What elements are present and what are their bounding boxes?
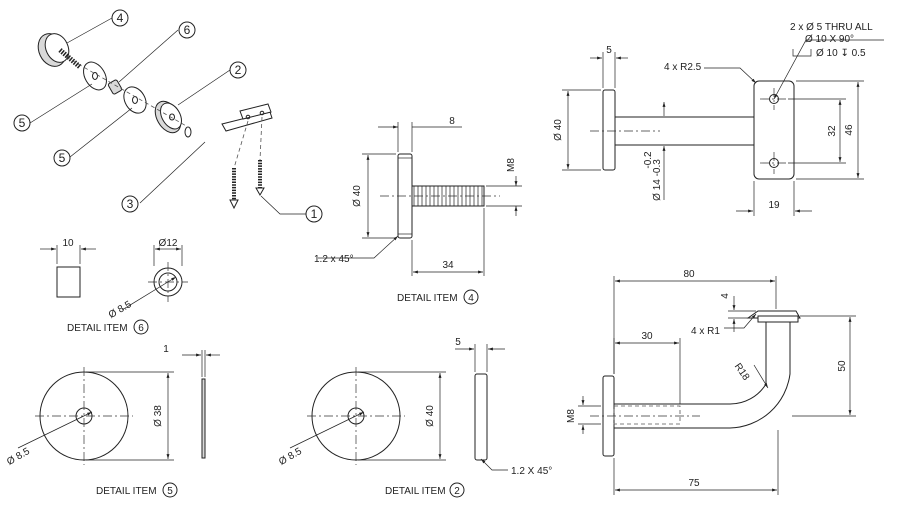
- item2-caption: DETAIL ITEM: [385, 486, 446, 497]
- assembly-dim-thk: 4: [720, 293, 731, 299]
- bracket-plate: [753, 80, 795, 180]
- balloon-6-label: 6: [184, 23, 191, 37]
- item6-caption-number: 6: [138, 323, 144, 334]
- assembly-dim-r1: 4 x R1: [691, 326, 720, 337]
- detail-item-5: Ø 8.5 Ø 38 1 DETAIL ITEM 5: [5, 344, 220, 498]
- item4-caption-number: 4: [468, 293, 474, 304]
- item5-dim-od: Ø 38: [153, 405, 164, 427]
- item6-caption: DETAIL ITEM: [67, 323, 128, 334]
- item4-dim-length: 34: [442, 260, 454, 271]
- balloon-2-label: 2: [235, 63, 242, 77]
- bracket-disc: [602, 89, 616, 171]
- item5-dim-id: Ø 8.5: [5, 446, 32, 468]
- balloon-5a: 5: [13, 83, 93, 132]
- exploded-part-screws: [65, 56, 265, 210]
- balloon-6: 6: [118, 21, 196, 83]
- bracket-dim-hole-spacing: 32: [827, 125, 838, 137]
- assembly-dim-height: 50: [837, 360, 848, 372]
- exploded-view: 4 6 2 5 5 3 1: [13, 9, 323, 223]
- bracket-hole-note-1: 2 x Ø 5 THRU ALL: [790, 22, 873, 33]
- item6-side: [56, 266, 81, 298]
- assembly-dim-bottom: 75: [688, 478, 700, 489]
- item5-caption: DETAIL ITEM: [96, 486, 157, 497]
- bracket-dim-corner-r: 4 x R2.5: [664, 62, 702, 73]
- assembly-dim-thread-len: 30: [641, 331, 653, 342]
- balloon-4-label: 4: [117, 11, 124, 25]
- item4-dim-dia: Ø 40: [352, 185, 363, 207]
- item2-caption-number: 2: [454, 486, 460, 497]
- item2-dim-chamfer: 1.2 X 45°: [511, 466, 552, 477]
- exploded-part-bent-rod: [184, 103, 273, 158]
- balloon-3-label: 3: [127, 197, 134, 211]
- item4-dim-chamfer: 1.2 x 45°: [314, 254, 354, 265]
- assembly-dim-bend-r: R18: [732, 361, 752, 383]
- detail-item-2: Ø 8.5 Ø 40 5 1.2 X 45° DETAIL ITEM 2: [277, 337, 552, 498]
- balloon-1-label: 1: [311, 207, 318, 221]
- bracket-dim-plate-width: 19: [768, 200, 780, 211]
- bracket-dim-thk: 5: [606, 45, 612, 56]
- item4-caption: DETAIL ITEM: [397, 293, 458, 304]
- item4-dim-thread: 8: [449, 116, 455, 127]
- bracket-dim-tol-main: Ø 14 -0.3: [652, 159, 663, 201]
- item6-dim-od: Ø12: [159, 238, 178, 249]
- exploded-part-disc: [154, 100, 182, 134]
- bracket-dim-tol-upper: -0.2: [643, 151, 654, 169]
- bracket-hole-note-2: Ø 10 X 90°: [805, 34, 854, 45]
- assembly-thread: [613, 405, 681, 425]
- bracket-dim-plate-height: 46: [844, 124, 855, 136]
- item5-edge: [201, 378, 206, 459]
- bracket-view: 2 x Ø 5 THRU ALL Ø 10 X 90° Ø 10 ↧ 0.5 5…: [553, 22, 884, 216]
- item2-dim-thk: 5: [455, 337, 461, 348]
- assembly-dim-m8: M8: [566, 409, 577, 423]
- exploded-part-washer-a: [83, 61, 107, 91]
- exploded-part-cap-with-screw: [37, 33, 82, 69]
- balloon-5b-label: 5: [59, 151, 66, 165]
- item2-dim-id: Ø 8.5: [277, 446, 304, 468]
- bracket-hole-note-3: Ø 10 ↧ 0.5: [816, 48, 866, 59]
- balloon-4: 4: [66, 9, 129, 44]
- item6-dim-id: Ø 8.5: [107, 299, 134, 321]
- detail-item-4: 8 M8 Ø 40 1.2 x 45° 34 DETAIL ITEM 4: [314, 116, 522, 305]
- item5-caption-number: 5: [167, 486, 173, 497]
- balloon-2: 2: [177, 61, 247, 106]
- item6-dim-len: 10: [62, 238, 74, 249]
- bracket-dim-dia40: Ø 40: [553, 119, 564, 141]
- item5-dim-thk: 1: [163, 344, 169, 355]
- assembly-view: 80 4 4 x R1 30 R18 50 M8 75: [566, 269, 856, 495]
- balloon-5a-label: 5: [19, 116, 26, 130]
- item4-dim-m8: M8: [506, 158, 517, 172]
- item2-edge: [474, 373, 488, 461]
- balloon-1: 1: [260, 195, 323, 223]
- assembly-dim-top: 80: [683, 269, 695, 280]
- balloon-5b: 5: [53, 107, 133, 167]
- exploded-part-spacer: [107, 79, 123, 95]
- detail-item-6: 10 Ø12 Ø 8.5 DETAIL ITEM 6: [40, 238, 188, 335]
- item2-dim-od: Ø 40: [425, 405, 436, 427]
- exploded-part-washer-b: [123, 86, 147, 114]
- balloon-3: 3: [121, 141, 206, 213]
